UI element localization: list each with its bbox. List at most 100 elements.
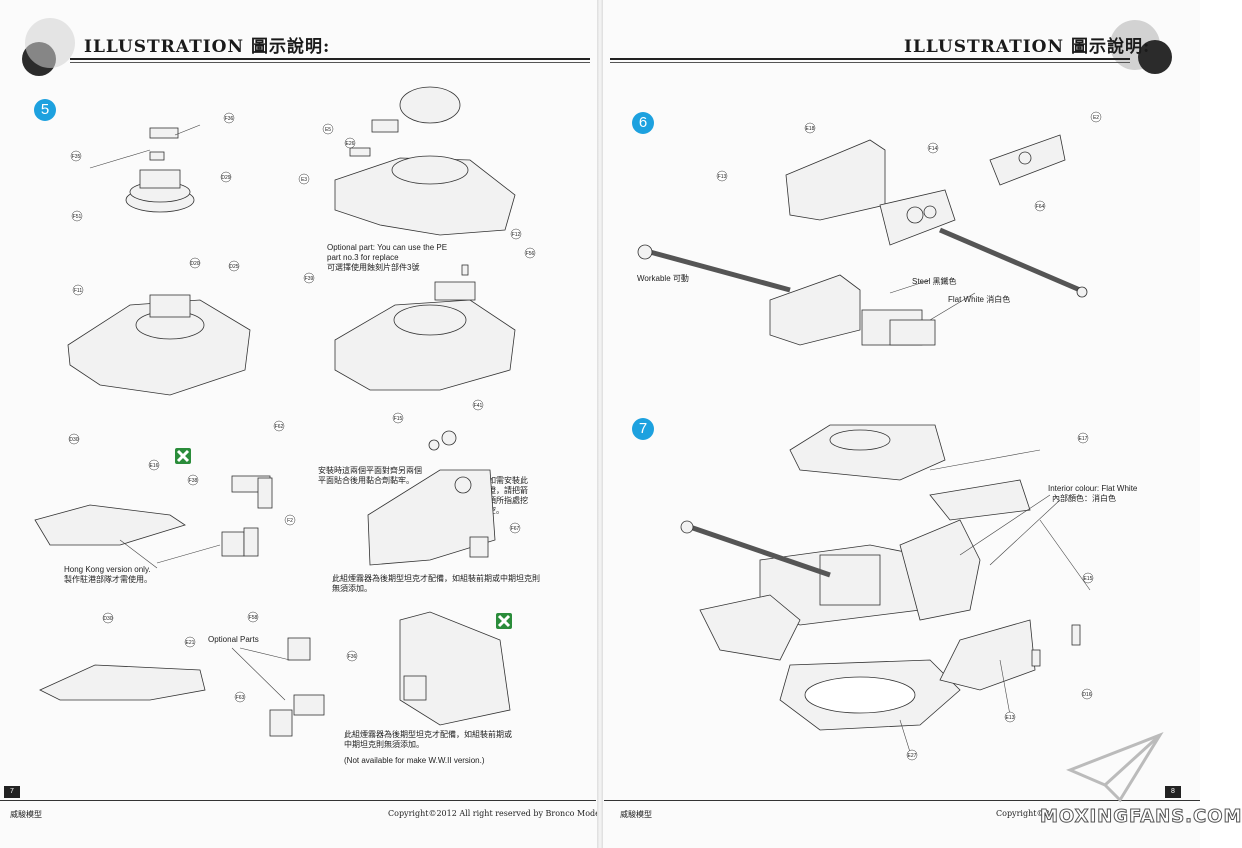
smoke-launcher-drawing-1 — [221, 475, 273, 557]
note-line: (Not available for make W.W.II version.) — [344, 756, 485, 765]
footer-brand: 威駿模型 — [620, 810, 652, 819]
page-number-left: 7 — [4, 786, 20, 798]
green-version-icon — [496, 613, 512, 629]
interior-colour-note: Interior colour: Flat White 內部顏色：消白色 — [1048, 484, 1137, 504]
part-tag: F15 — [394, 416, 403, 422]
note-line: 製作駐港部隊才需使用。 — [64, 575, 152, 584]
steel-note: Steel 黑鐵色 — [912, 277, 957, 286]
smoke-note-1: 此組煙霧器為後期型坦克才配備，如組裝前期或中期坦克則 無須添加。 — [332, 574, 540, 594]
part-tag: E2 — [1093, 115, 1099, 121]
header-rule — [70, 58, 590, 60]
smoke-launcher-drawing-2 — [269, 637, 325, 737]
glue-note: 安裝時這兩個平面對齊另兩個 平面貼合後用黏合劑黏牢。 — [318, 466, 422, 486]
deck-with-ring-drawing — [334, 86, 516, 236]
note-line: 燈，請把箭 — [488, 486, 528, 495]
note-line: 可選擇使用蝕刻片部件3號 — [327, 263, 420, 272]
note-line: 安裝時這兩個平面對齊另兩個 — [318, 466, 422, 475]
note-line: part no.3 for replace — [327, 253, 399, 262]
part-tag: D30 — [103, 616, 112, 622]
workable-note: Workable 可動 — [637, 274, 689, 283]
bracket-drawing-2 — [399, 611, 511, 726]
part-tag: F35 — [72, 154, 81, 160]
plate-drawing-2 — [39, 664, 206, 701]
part-tag: F11 — [74, 288, 82, 294]
note-line: 此組煙霧器為後期型坦克才配備，如組裝前期或中期坦克則 — [332, 574, 540, 583]
part-tag: F51 — [73, 214, 82, 220]
part-tag: F41 — [474, 403, 483, 409]
part-tag: F13 — [718, 174, 727, 180]
light-install-note: 如需安裝此 燈，請把箭 頭所指處挖 空。 — [488, 476, 528, 516]
assembly-drawings: F36 F35 D29 F51 E5 E26 E3 D20 D25 F11 F1… — [34, 86, 1164, 803]
deck-with-hatch-drawing — [67, 294, 251, 396]
note-line: Hong Kong version only. — [64, 565, 151, 574]
part-tag: E16 — [150, 463, 159, 469]
note-line: 頭所指處挖 — [488, 496, 528, 505]
optional-parts-note: Optional Parts — [208, 635, 259, 644]
deck-with-periscope-drawing — [334, 264, 516, 391]
watermark-text: MOXINGFANS.COM — [1039, 806, 1242, 828]
part-tag: F63 — [236, 695, 245, 701]
watermark-logo — [1066, 731, 1164, 803]
part-tag: E13 — [1006, 715, 1015, 721]
part-tag: F58 — [249, 615, 258, 621]
part-tag: F67 — [511, 526, 520, 532]
step-6-marker: 6 — [632, 112, 654, 134]
page-header-title: ILLUSTRATION 圖示說明: — [84, 37, 331, 57]
part-tag: F39 — [305, 276, 314, 282]
note-line: 中期坦克則無須添加。 — [344, 740, 424, 749]
interior-gun-barrel-drawing — [680, 520, 831, 578]
note-line: 如需安裝此 — [488, 476, 528, 485]
note-line: 空。 — [488, 506, 504, 515]
note-line: 此組煙霧器為後期型坦克才配備，如組裝前期或 — [344, 730, 512, 739]
flat-white-note: Flat White 消白色 — [948, 295, 1011, 304]
gun-mantlet-drawing — [785, 134, 1066, 246]
part-tag: D25 — [229, 264, 238, 270]
part-tag: D30 — [69, 437, 78, 443]
part-tag: F36 — [348, 654, 357, 660]
footer-rule — [0, 800, 596, 801]
page-gutter — [597, 0, 603, 848]
footer-rule — [604, 800, 1200, 801]
part-tag: E5 — [325, 127, 331, 133]
page-header-title: ILLUSTRATION 圖示說明: — [904, 37, 1151, 57]
step-5-marker: 5 — [34, 99, 56, 121]
note-line: Optional part: You can use the PE — [327, 243, 448, 252]
part-tag: F36 — [225, 116, 234, 122]
part-tag: F62 — [275, 424, 284, 430]
part-tag: F56 — [526, 251, 535, 257]
part-tag: E26 — [346, 141, 355, 147]
part-tag: F14 — [929, 146, 938, 152]
part-tag: D16 — [1082, 692, 1091, 698]
note-line: 平面貼合後用黏合劑黏牢。 — [318, 476, 414, 485]
green-version-icon — [175, 448, 191, 464]
footer-copyright: Copyright©2 — [996, 809, 1050, 818]
smoke-note-2: 此組煙霧器為後期型坦克才配備，如組裝前期或 中期坦克則無須添加。 (Not av… — [344, 730, 512, 766]
part-tag: D29 — [221, 175, 230, 181]
step-7-marker: 7 — [632, 418, 654, 440]
part-tag: D20 — [190, 261, 199, 267]
note-line: Interior colour: Flat White — [1048, 484, 1138, 493]
header-decor-circle — [1138, 40, 1172, 74]
header-rule-thin — [70, 62, 590, 63]
part-tag: E27 — [908, 753, 917, 759]
turret-interior-drawing — [699, 424, 1081, 731]
part-tag: E17 — [1079, 436, 1088, 442]
breech-assembly-drawing — [769, 274, 936, 346]
part-tag: E15 — [1084, 576, 1093, 582]
optional-pe-note: Optional part: You can use the PE part n… — [327, 243, 447, 273]
part-tag: F38 — [189, 478, 198, 484]
hong-kong-note: Hong Kong version only. 製作駐港部隊才需使用。 — [64, 565, 152, 585]
part-tag: E18 — [806, 126, 815, 132]
note-line: 內部顏色：消白色 — [1052, 494, 1116, 503]
part-tag: F12 — [512, 232, 521, 238]
header-decor-circle-gray — [25, 18, 75, 68]
footer-copyright: Copyright©2012 All right reserved by Bro… — [388, 809, 607, 818]
plate-drawing-1 — [34, 504, 186, 546]
page-number-right: 8 — [1165, 786, 1181, 798]
bracket-drawing-1 — [367, 430, 496, 566]
turret-ring-drawing — [125, 127, 195, 213]
footer-brand: 威駿模型 — [10, 810, 42, 819]
part-tag: F64 — [1036, 204, 1045, 210]
part-tag: F2 — [287, 518, 293, 524]
part-tag: E3 — [301, 177, 307, 183]
